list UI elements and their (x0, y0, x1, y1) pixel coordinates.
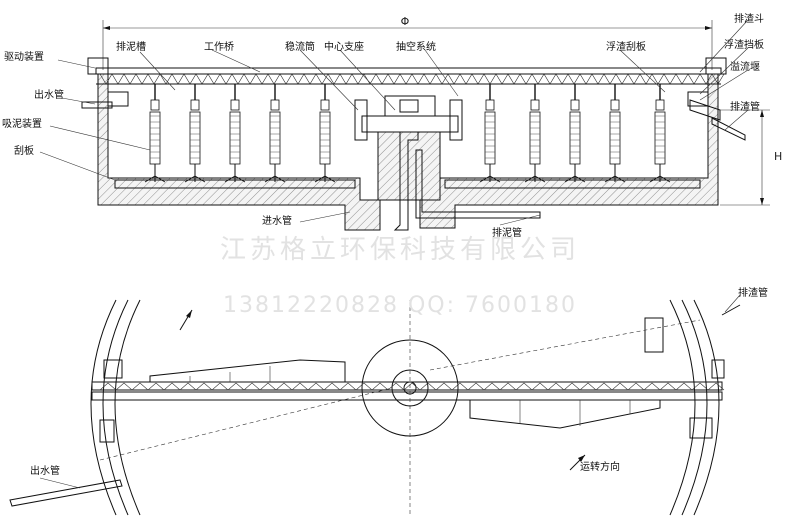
outlet-pipe (81, 101, 113, 109)
label-rotation-direction: 运转方向 (580, 460, 620, 473)
label-inlet-pipe: 进水管 (262, 214, 292, 227)
label-center-support: 中心支座 (324, 40, 364, 53)
stilling-drum (354, 99, 368, 141)
scraper-arm-left (149, 359, 346, 382)
scum-box (644, 317, 664, 353)
scraper-blade-right (444, 179, 701, 189)
diameter-label: Φ (401, 15, 410, 28)
plan-outlet-pipe (9, 479, 123, 507)
tank-outline-left (114, 299, 141, 516)
label-suction-device: 吸泥装置 (2, 117, 42, 130)
watermark-company: 江苏格立环保科技有限公司 (220, 235, 580, 265)
tank-outline-right (669, 299, 696, 516)
label-sludge-pipe: 排泥管 (492, 226, 522, 239)
scum-pipe (711, 117, 746, 141)
label-scum-hopper: 排渣斗 (734, 12, 764, 25)
bridge-truss (99, 73, 725, 85)
drive-unit-right (689, 417, 713, 439)
scraper-arm-right (469, 400, 661, 429)
plan-view: 排渣管 出水管 运转方向 (9, 286, 768, 516)
label-stilling-drum: 稳流筒 (285, 40, 315, 53)
label-scum-baffle: 浮渣挡板 (724, 38, 764, 51)
drive-unit-left (103, 359, 123, 379)
label-plan-scum-pipe: 排渣管 (738, 286, 768, 299)
label-scraper: 刮板 (14, 144, 34, 157)
label-drive-device: 驱动装置 (4, 50, 44, 63)
drive-device (87, 57, 109, 75)
watermark-contact: 13812220828 QQ: 7600180 (223, 293, 577, 318)
tank-wall-right (419, 73, 719, 229)
label-scum-pipe: 排渣管 (730, 100, 760, 113)
scraper-blade-left (114, 179, 356, 189)
label-plan-outlet-pipe: 出水管 (30, 464, 60, 477)
center-column (377, 131, 441, 201)
label-sludge-trough: 排泥槽 (116, 40, 146, 53)
sludge-pipe (415, 149, 541, 219)
working-bridge (95, 67, 722, 75)
height-label: H (774, 150, 782, 163)
label-vacuum-system: 抽空系统 (396, 40, 436, 53)
plan-truss-zigzag (99, 382, 725, 391)
label-working-bridge: 工作桥 (204, 41, 234, 53)
plan-bridge-beam (91, 381, 723, 391)
inlet-pipe (393, 132, 419, 231)
label-scum-scraper: 浮渣刮板 (606, 40, 646, 53)
elevation-view: Φ H 驱动装置 出水管 吸泥装置 刮板 排泥槽 工作桥 稳流筒 中心支座 抽空… (2, 12, 782, 239)
leader-lines (39, 19, 749, 226)
label-overflow-weir: 溢流堰 (730, 60, 760, 73)
label-outlet-pipe: 出水管 (34, 88, 64, 101)
center-support-plate (361, 115, 459, 133)
